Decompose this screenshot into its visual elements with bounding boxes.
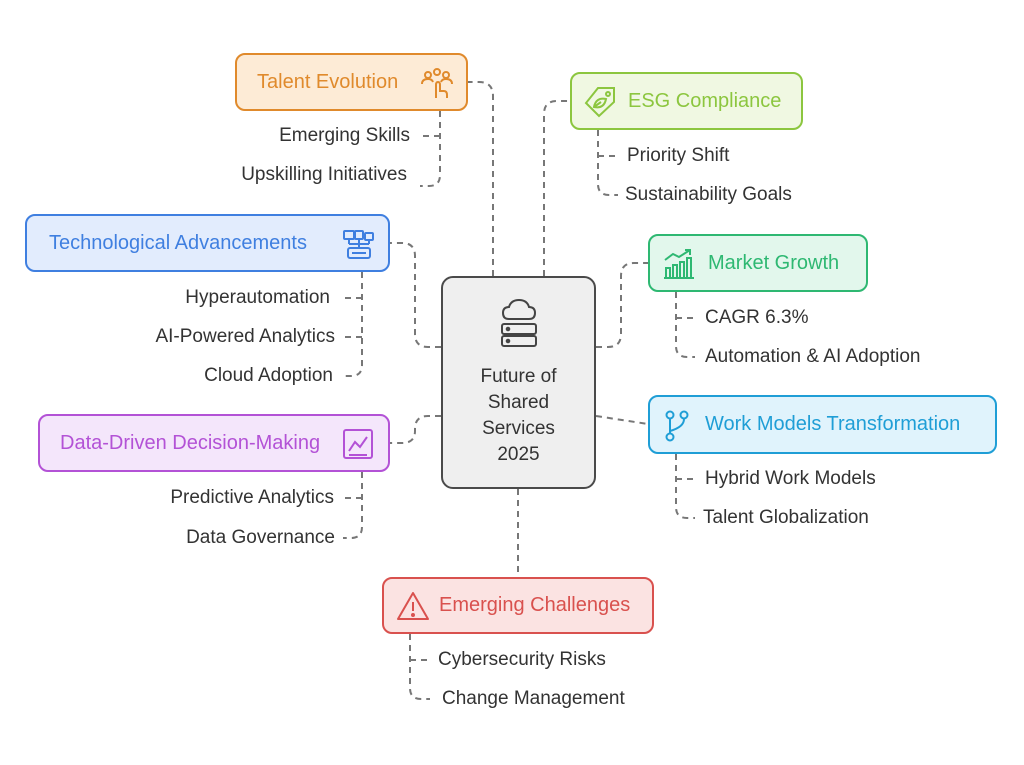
topic-emerging-challenges: Emerging Challenges [382,577,654,634]
connector-talent [468,81,494,276]
topic-data-driven-decision-making: Data-Driven Decision-Making [38,414,390,472]
topic-technological-advancements: Technological Advancements [25,214,390,272]
topic-title: Data-Driven Decision-Making [60,431,321,454]
topic-work-models-transformation: Work Models Transformation [648,395,997,454]
network-devices-icon [342,228,376,260]
topic-title: Talent Evolution [257,70,399,93]
connector-esg [543,100,570,276]
central-title-line: Services [482,418,555,439]
trend-chart-icon [342,428,374,460]
leaf-cloud-adoption: Cloud Adoption [204,365,333,386]
connector-tech [390,242,441,348]
central-title-line: 2025 [497,444,540,465]
topic-title: Work Models Transformation [705,413,961,435]
leaf-priority-shift: Priority Shift [627,145,730,166]
topic-talent-evolution: Talent Evolution [235,53,468,111]
leaf-change-management: Change Management [442,688,625,709]
central-node: Future of Shared Services 2025 [441,276,596,489]
connector-work [595,415,649,425]
eco-tag-icon [584,85,618,119]
leaf-ai-powered-analytics: AI-Powered Analytics [155,326,335,347]
connector-data [390,415,441,444]
topic-title: Emerging Challenges [439,594,631,616]
connector-market [596,262,648,348]
cloud-server-icon [499,297,539,354]
topic-market-growth: Market Growth [648,234,868,292]
leaf-talent-globalization: Talent Globalization [703,507,869,528]
leaf-sustainability-goals: Sustainability Goals [625,184,792,205]
leaf-emerging-skills: Emerging Skills [279,125,410,146]
topic-title: ESG Compliance [628,89,782,112]
leaf-cagr: CAGR 6.3% [705,307,809,328]
leaf-hybrid-work-models: Hybrid Work Models [705,468,876,489]
leaf-data-governance: Data Governance [186,527,335,548]
warning-icon [396,590,430,622]
topic-title: Market Growth [708,251,840,274]
central-title-line: Future of [480,366,557,387]
leaf-predictive-analytics: Predictive Analytics [170,487,334,508]
growth-chart-icon [662,248,696,280]
branch-icon [662,409,692,443]
leaf-upskilling-initiatives: Upskilling Initiatives [241,164,407,185]
central-title-line: Shared [487,392,550,413]
leaf-hyperautomation: Hyperautomation [185,287,330,308]
leaf-automation-ai-adoption: Automation & AI Adoption [705,346,921,367]
leaf-cybersecurity-risks: Cybersecurity Risks [438,649,606,670]
team-group-icon [420,67,454,99]
topic-esg-compliance: ESG Compliance [570,72,803,130]
topic-title: Technological Advancements [49,231,307,254]
